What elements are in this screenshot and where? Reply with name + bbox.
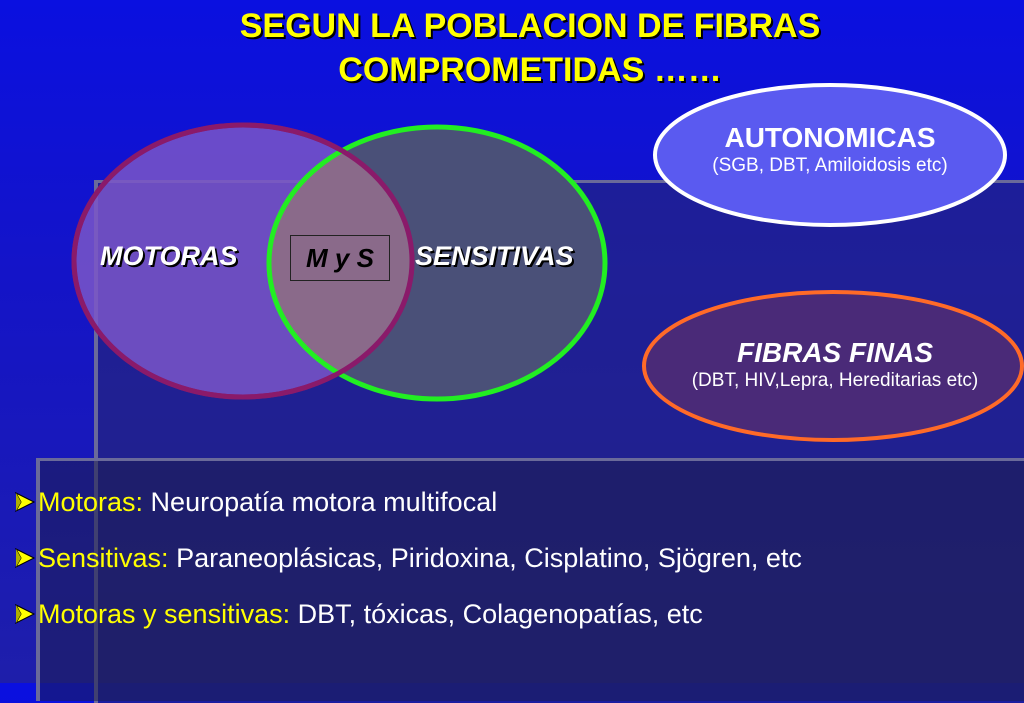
sensitivas-outline	[266, 125, 412, 397]
fibras-finas-oval	[642, 290, 1024, 442]
sensitivas-label: SENSITIVAS	[415, 241, 574, 271]
list-item: Motoras: Neuropatía motora multifocal	[14, 474, 802, 530]
fibras-finas-text: FIBRAS FINAS (DBT, HIV,Lepra, Hereditari…	[650, 337, 1020, 393]
fibras-finas-title: FIBRAS FINAS	[737, 337, 933, 368]
autonomicas-subtitle: (SGB, DBT, Amiloidosis etc)	[712, 155, 948, 176]
arrow-bullet-icon	[14, 491, 36, 513]
autonomicas-title: AUTONOMICAS	[724, 122, 936, 153]
title-line-2: COMPROMETIDAS ……	[338, 51, 722, 89]
bullet-text: Neuropatía motora multifocal	[143, 486, 498, 517]
arrow-bullet-icon	[14, 603, 36, 625]
motoras-outline	[71, 122, 415, 400]
autonomicas-text: AUTONOMICAS (SGB, DBT, Amiloidosis etc)	[660, 122, 1000, 178]
list-item: Sensitivas: Paraneoplásicas, Piridoxina,…	[14, 530, 802, 586]
arrow-bullet-icon	[14, 547, 36, 569]
overlap-label: M y S	[290, 235, 390, 281]
background-panel-lower	[36, 458, 1024, 701]
list-item: Motoras y sensitivas: DBT, tóxicas, Cola…	[14, 586, 802, 642]
title-line-1: SEGUN LA POBLACION DE FIBRAS	[239, 7, 821, 45]
bullet-label: Motoras:	[38, 486, 144, 517]
autonomicas-oval	[653, 83, 1007, 227]
fibras-finas-subtitle: (DBT, HIV,Lepra, Hereditarias etc)	[691, 370, 979, 391]
overlap-region	[269, 127, 412, 397]
motoras-label: MOTORAS	[100, 241, 238, 271]
slide-title: SEGUN LA POBLACION DE FIBRAS COMPROMETID…	[0, 4, 1024, 92]
bullet-label: Motoras y sensitivas:	[38, 598, 291, 629]
bullet-list: Motoras: Neuropatía motora multifocal Se…	[14, 474, 802, 642]
bullet-text: DBT, tóxicas, Colagenopatías, etc	[290, 598, 703, 629]
bullet-label: Sensitivas:	[38, 542, 169, 573]
bullet-text: Paraneoplásicas, Piridoxina, Cisplatino,…	[168, 542, 802, 573]
venn-diagram	[71, 83, 1024, 442]
